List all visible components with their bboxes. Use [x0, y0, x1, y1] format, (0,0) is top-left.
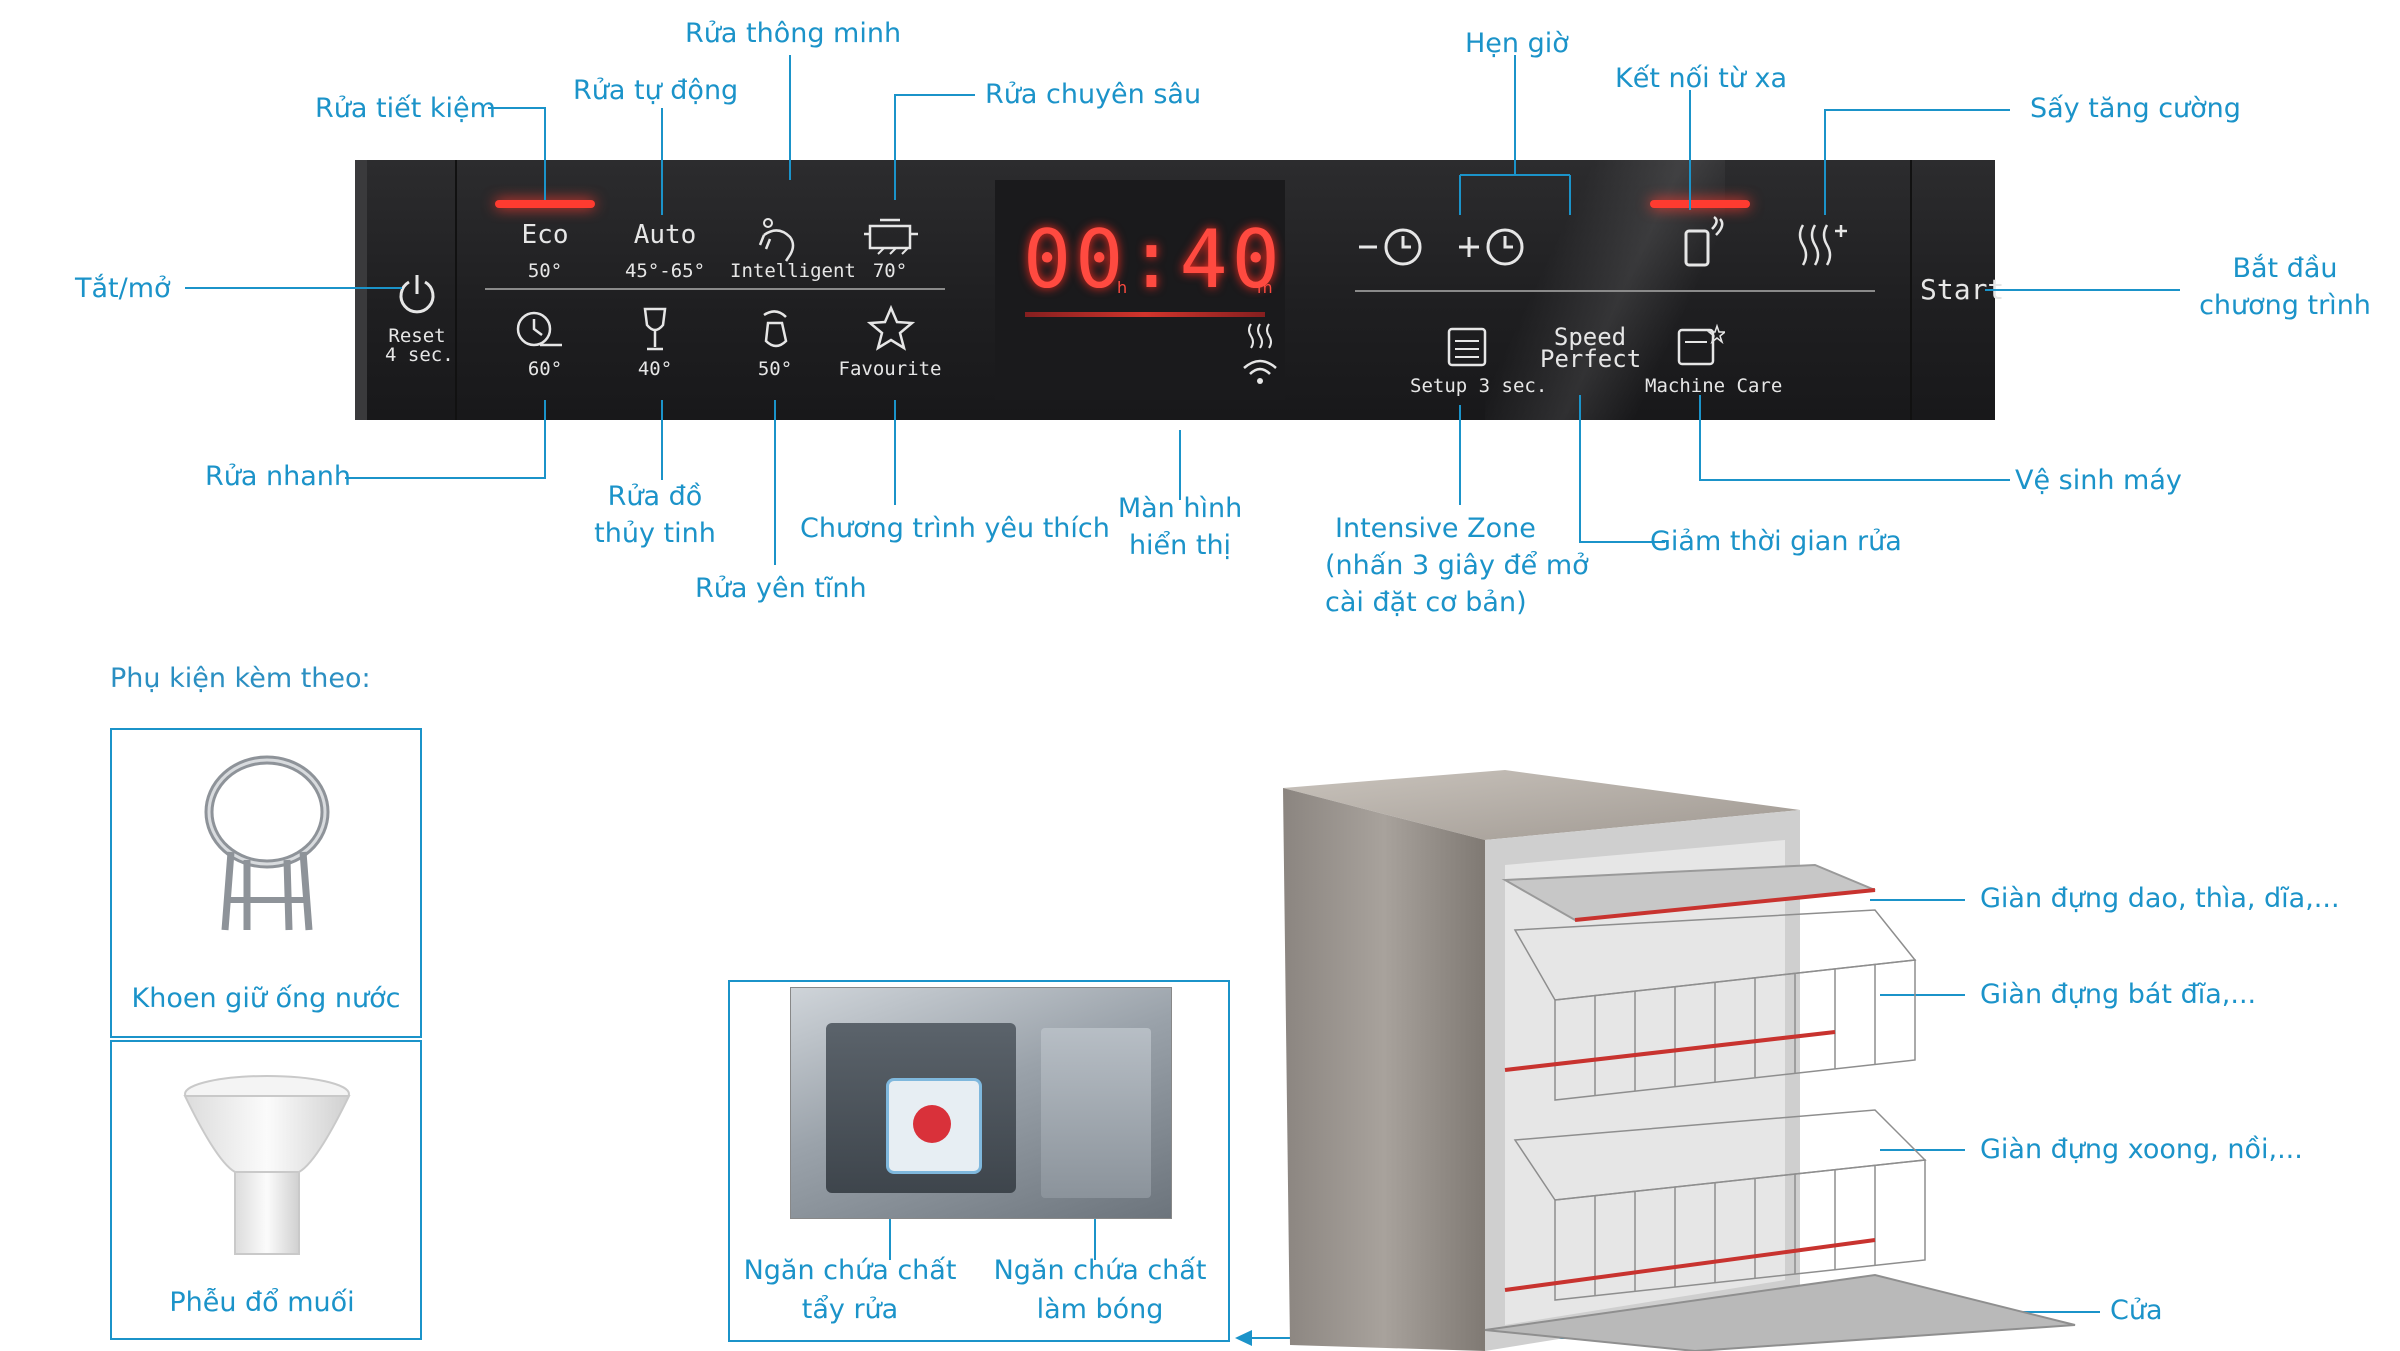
- intelligent-icon[interactable]: [750, 215, 806, 265]
- label-speed-perfect: Giảm thời gian rửa: [1650, 526, 1902, 557]
- display-screen: 00:40 h m: [995, 180, 1285, 400]
- label-power: Tắt/mở: [75, 273, 171, 304]
- label-door: Cửa: [2110, 1295, 2163, 1326]
- timer-minus-button[interactable]: [1355, 222, 1435, 272]
- panel-divider-right: [1355, 290, 1875, 292]
- power-icon[interactable]: [393, 270, 441, 318]
- label-intelligent: Rửa thông minh: [685, 18, 902, 49]
- label-auto: Rửa tự động: [573, 75, 739, 106]
- label-rinse-line-1: Ngăn chứa chất: [993, 1255, 1207, 1286]
- display-hour-unit: h: [1117, 278, 1128, 297]
- display-progress-bar: [1025, 312, 1265, 317]
- silence-temp: 50°: [757, 358, 793, 380]
- label-intensive-zone-line-3: cài đặt cơ bản): [1325, 587, 1527, 618]
- setup-icon[interactable]: [1445, 325, 1489, 369]
- panel-divider-left: [485, 288, 945, 290]
- label-start-line-2: chương trình: [2199, 290, 2371, 321]
- auto-button[interactable]: Auto: [633, 220, 697, 250]
- label-detergent-line-1: Ngăn chứa chất: [743, 1255, 957, 1286]
- favourite-button: Favourite: [838, 358, 942, 380]
- label-glass-line-1: Rửa đồ: [607, 481, 703, 512]
- speed-label[interactable]: Speed: [1553, 323, 1627, 351]
- start-button[interactable]: Start: [1920, 273, 2005, 306]
- eco-temp: 50°: [527, 260, 563, 282]
- timer-plus-button[interactable]: [1455, 222, 1535, 272]
- quick-temp: 60°: [527, 358, 563, 380]
- dishwasher-image: [1283, 770, 2076, 1351]
- label-display-line-1: Màn hình: [1117, 493, 1243, 524]
- intensive-icon[interactable]: [860, 212, 924, 262]
- extra-dry-icon[interactable]: [1795, 215, 1851, 271]
- favourite-icon[interactable]: [867, 305, 915, 351]
- accessory-salt-funnel-label: Phễu đổ muối: [169, 1287, 355, 1318]
- label-detergent-line-2: tẩy rửa: [801, 1294, 899, 1325]
- display-minute-unit: m: [1257, 278, 1273, 297]
- timer-minus-icon[interactable]: [915, 160, 916, 161]
- eco-led: [495, 200, 595, 208]
- label-start-line-1: Bắt đầu: [2232, 253, 2338, 284]
- label-cutlery-tray: Giàn đựng dao, thìa, dĩa,...: [1980, 883, 2340, 914]
- setup-label: Setup 3 sec.: [1410, 375, 1548, 397]
- glass-icon[interactable]: [635, 305, 675, 355]
- dispenser-card: Ngăn chứa chất tẩy rửa Ngăn chứa chất là…: [728, 980, 1230, 1342]
- label-machine-care: Vệ sinh máy: [2015, 465, 2182, 496]
- label-quick: Rửa nhanh: [205, 461, 351, 492]
- machine-care-label: Machine Care: [1645, 375, 1783, 397]
- remote-led: [1650, 200, 1750, 208]
- label-silence: Rửa yên tĩnh: [695, 573, 867, 604]
- rinse-aid-compartment: [1041, 1028, 1151, 1198]
- label-intensive-zone-line-1: Intensive Zone: [1335, 513, 1536, 544]
- dispenser-photo: [790, 987, 1172, 1219]
- accessories-title: Phụ kiện kèm theo:: [110, 663, 371, 694]
- reset-label: Reset: [388, 325, 446, 347]
- accessory-hose-ring-label: Khoen giữ ống nước: [131, 983, 401, 1014]
- machine-care-icon[interactable]: [1675, 322, 1725, 368]
- display-time: 00:40: [1023, 213, 1284, 306]
- label-rinse-line-2: làm bóng: [1036, 1294, 1164, 1325]
- perfect-label[interactable]: Perfect: [1540, 345, 1642, 373]
- detergent-tablet: [886, 1078, 982, 1174]
- label-glass-line-2: thủy tinh: [594, 518, 716, 549]
- label-remote: Kết nối từ xa: [1615, 63, 1788, 94]
- quick-icon[interactable]: [510, 305, 566, 355]
- glass-temp: 40°: [637, 358, 673, 380]
- label-extra-dry: Sấy tăng cường: [2030, 93, 2241, 124]
- label-upper-rack: Giàn đựng bát đĩa,...: [1980, 979, 2257, 1010]
- label-intensive: Rửa chuyên sâu: [985, 79, 1202, 110]
- hose-ring-image: [204, 755, 330, 931]
- drying-icon: [1248, 323, 1272, 349]
- accessory-card-salt-funnel: Phễu đổ muối: [110, 1040, 422, 1340]
- eco-button[interactable]: Eco: [521, 220, 569, 250]
- intensive-temp: 70°: [872, 260, 908, 282]
- salt-funnel-image: [183, 1075, 351, 1255]
- label-lower-rack: Giàn đựng xoong, nồi,...: [1980, 1134, 2303, 1165]
- label-eco: Rửa tiết kiệm: [315, 93, 496, 124]
- remote-start-icon[interactable]: [1680, 215, 1730, 271]
- label-favourite: Chương trình yêu thích: [800, 513, 1110, 544]
- label-display-line-2: hiển thị: [1128, 530, 1232, 561]
- label-intensive-zone-line-2: (nhấn 3 giây để mở: [1325, 550, 1589, 581]
- wifi-icon: [1243, 359, 1277, 384]
- accessory-card-hose-ring: Khoen giữ ống nước: [110, 728, 422, 1038]
- label-timer: Hẹn giờ: [1465, 28, 1569, 59]
- silence-icon[interactable]: [752, 305, 800, 355]
- reset-time-label: 4 sec.: [385, 344, 454, 366]
- intelligent-label: Intelligent: [730, 260, 856, 282]
- control-panel: Reset 4 sec. Eco 50° Auto 45°-65° Intell…: [355, 160, 2004, 420]
- auto-temp: 45°-65°: [624, 260, 706, 282]
